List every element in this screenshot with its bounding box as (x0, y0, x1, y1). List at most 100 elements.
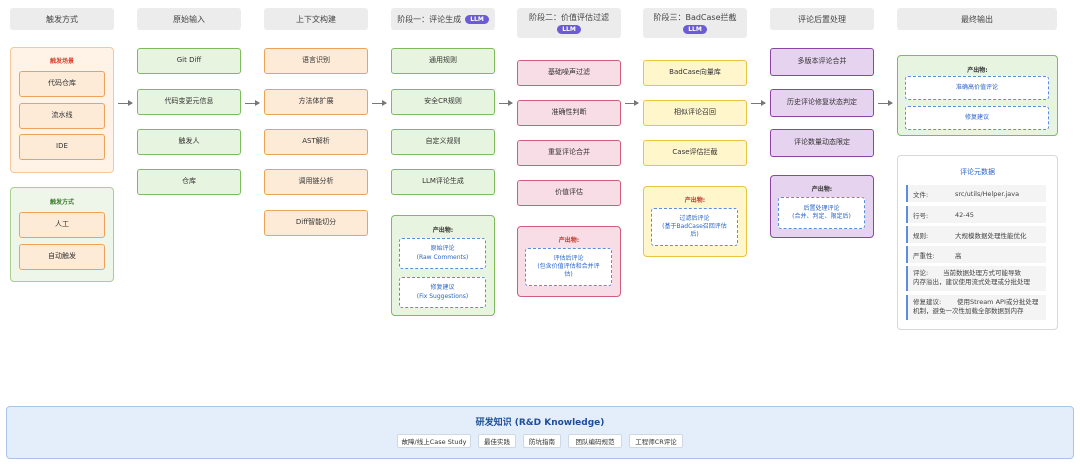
header-context: 上下文构建 (264, 8, 368, 30)
llm-badge: LLM (683, 25, 707, 34)
flow-arrow (625, 100, 639, 106)
stage2-output-line3: 估) (564, 271, 573, 279)
stage2-dup-merge: 重复评论合并 (517, 140, 621, 166)
post-dynamic-limit: 评论数量动态限定 (770, 129, 874, 157)
stage1-output-fix-suggestions: 修复建议 (Fix Suggestions) (399, 277, 486, 308)
header-post: 评论后置处理 (770, 8, 874, 30)
knowledge-item-team-standards: 团队编码规范 (568, 434, 622, 448)
header-trigger-label: 触发方式 (46, 14, 78, 24)
post-output-line1: 后置处理评论 (803, 204, 840, 212)
metadata-row-line: 行号: 42-45 (906, 206, 1046, 223)
knowledge-item-best-practice: 最佳实践 (478, 434, 516, 448)
stage1-custom-rules: 自定义规则 (391, 129, 495, 155)
metadata-row-rule: 规则: 大规模数据处理性能优化 (906, 226, 1046, 243)
raw-input-trigger-user: 触发人 (137, 129, 241, 155)
post-multi-version-merge: 多版本评论合并 (770, 48, 874, 76)
metadata-row-file: 文件: src/utils/Helper.java (906, 185, 1046, 202)
flow-arrow (118, 100, 133, 106)
stage2-output-title: 产出物: (558, 237, 580, 244)
metadata-fix-text1: 使用Stream API或分批处理 (957, 298, 1039, 306)
knowledge-item-case-study: 故障/线上Case Study (397, 434, 471, 448)
final-output-fix-suggestions: 修复建议 (905, 106, 1049, 130)
header-final-label: 最终输出 (961, 14, 993, 24)
stage1-llm-generate: LLM评论生成 (391, 169, 495, 195)
header-stage3: 阶段三：BadCase拦截 LLM (643, 8, 747, 38)
header-stage2-label: 阶段二：价值评估过滤 (529, 13, 609, 22)
trigger-scene-title: 触发场景 (49, 58, 74, 65)
header-stage2: 阶段二：价值评估过滤 LLM (517, 8, 621, 38)
rd-knowledge-title: 研发知识 (R&D Knowledge) (475, 418, 605, 428)
stage2-output-evaluated-comments: 评估后评论 (包含价值评估和合并评 估) (525, 248, 612, 286)
stage3-badcase-vector-db: BadCase向量库 (643, 60, 747, 86)
post-history-fix-status: 历史评论修复状态判定 (770, 89, 874, 117)
stage1-output-fix-line2: (Fix Suggestions) (416, 292, 469, 300)
raw-input-change-meta: 代码变更元信息 (137, 89, 241, 115)
trigger-scene-ide: IDE (19, 134, 105, 160)
trigger-scene-repo: 代码仓库 (19, 71, 105, 97)
stage2-output-line1: 评估后评论 (553, 254, 584, 262)
metadata-key-fix: 修复建议: (913, 298, 942, 306)
stage1-output-raw-line1: 原始评论 (430, 245, 455, 253)
post-output-processed-comments: 后置处理评论 (合并、判定、限定后) (778, 197, 865, 229)
stage2-output-line2: (包含价值评估和合并评 (537, 262, 600, 270)
post-output-line2: (合并、判定、限定后) (792, 213, 851, 220)
metadata-key-file: 文件: (913, 190, 929, 199)
metadata-comment-text1: 当前数据处理方式可能导致 (943, 269, 1021, 277)
header-final: 最终输出 (897, 8, 1057, 30)
stage3-case-intercept: Case评估拦截 (643, 140, 747, 166)
raw-input-git-diff: Git Diff (137, 48, 241, 74)
stage2-value-eval: 价值评估 (517, 180, 621, 206)
stage2-accuracy-check: 准确性判断 (517, 100, 621, 126)
header-stage3-label: 阶段三：BadCase拦截 (653, 13, 737, 22)
trigger-mode-auto: 自动触发 (19, 244, 105, 270)
header-stage1-label: 阶段一：评论生成 (397, 14, 462, 24)
metadata-fix-line1: 修复建议: 使用Stream API或分批处理 (913, 298, 1046, 307)
metadata-value-line: 42-45 (955, 210, 974, 219)
metadata-key-line: 行号: (913, 211, 929, 220)
trigger-mode-manual: 人工 (19, 212, 105, 238)
header-post-label: 评论后置处理 (798, 14, 846, 24)
stage3-output-title: 产出物: (684, 197, 706, 204)
llm-badge: LLM (465, 14, 489, 24)
raw-input-repo: 仓库 (137, 169, 241, 195)
context-diff-split: Diff智能切分 (264, 210, 368, 236)
flow-arrow (245, 100, 260, 106)
final-output-title: 产出物: (967, 67, 988, 74)
stage1-security-rules: 安全CR规则 (391, 89, 495, 115)
context-method-expand: 方法体扩展 (264, 89, 368, 115)
stage1-output-fix-line1: 修复建议 (430, 284, 455, 292)
stage3-output-line1: 过滤后评论 (679, 214, 710, 222)
header-raw-input: 原始输入 (137, 8, 241, 30)
metadata-comment-text2: 内存溢出，建议使用流式处理或分批处理 (913, 278, 1030, 287)
stage1-output-raw-line2: (Raw Comments) (416, 253, 469, 261)
trigger-scene-pipeline: 流水线 (19, 103, 105, 129)
flow-arrow (751, 100, 766, 106)
final-output-high-value-comments: 准确高价值评论 (905, 76, 1049, 100)
stage1-output-title: 产出物: (432, 227, 454, 234)
metadata-key-rule: 规则: (913, 231, 929, 240)
metadata-row-severity: 严重性: 高 (906, 246, 1046, 263)
stage2-noise-filter: 基础噪声过滤 (517, 60, 621, 86)
stage1-general-rules: 通用规则 (391, 48, 495, 74)
metadata-row-fix: 修复建议: 使用Stream API或分批处理 机制，避免一次性加载全部数据到内存 (906, 295, 1046, 320)
stage3-output-line3: 后) (690, 231, 699, 239)
context-ast-parse: AST解析 (264, 129, 368, 155)
stage1-output-raw-comments: 原始评论 (Raw Comments) (399, 238, 486, 269)
metadata-fix-text2: 机制，避免一次性加载全部数据到内存 (913, 307, 1024, 316)
metadata-key-severity: 严重性: (913, 251, 935, 260)
stage3-output-filtered-comments: 过滤后评论 (基于BadCase召回评估 后) (651, 208, 738, 246)
header-trigger: 触发方式 (10, 8, 114, 30)
trigger-mode-title: 触发方式 (49, 199, 74, 206)
llm-badge: LLM (557, 25, 581, 34)
post-output-title: 产出物: (811, 186, 833, 193)
header-context-label: 上下文构建 (296, 14, 336, 24)
metadata-key-comment: 评论: (913, 269, 929, 277)
metadata-value-severity: 高 (955, 251, 962, 260)
context-lang-detect: 语言识别 (264, 48, 368, 74)
flow-arrow (499, 100, 513, 106)
stage3-similar-recall: 相似评论召回 (643, 100, 747, 126)
metadata-value-rule: 大规模数据处理性能优化 (955, 231, 1027, 240)
knowledge-item-engineer-cr: 工程师CR评论 (629, 434, 683, 448)
context-callchain: 调用链分析 (264, 169, 368, 195)
